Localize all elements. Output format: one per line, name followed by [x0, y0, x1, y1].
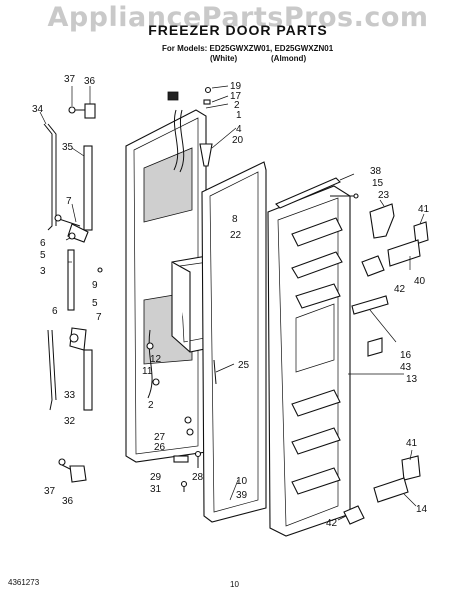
callout-3: 3 [40, 266, 46, 277]
callout-37b: 37 [44, 486, 56, 497]
callout-40: 40 [414, 276, 426, 287]
callout-2b: 2 [148, 400, 154, 411]
callout-25: 25 [238, 360, 250, 371]
callout-12: 12 [150, 354, 162, 365]
leader-lines [39, 85, 425, 521]
callout-27: 27 [154, 432, 166, 443]
callout-5: 5 [40, 250, 46, 261]
callout-35: 35 [62, 142, 74, 153]
models-line: For Models: ED25GWXZW01, ED25GWXZN01 [162, 44, 334, 53]
callout-13: 13 [406, 374, 418, 385]
callout-43: 43 [400, 362, 412, 373]
callout-6: 6 [40, 238, 46, 249]
callout-11: 11 [142, 366, 153, 377]
callout-17: 17 [230, 91, 242, 102]
right-side-parts [330, 193, 429, 525]
callout-32: 32 [64, 416, 76, 427]
callout-22: 22 [230, 230, 242, 241]
callout-36: 36 [84, 76, 96, 87]
callout-34: 34 [32, 104, 44, 115]
document-number: 4361273 [8, 578, 40, 587]
callout-31: 31 [150, 484, 162, 495]
callout-8: 8 [232, 214, 238, 225]
callout-15: 15 [372, 178, 384, 189]
page-title: FREEZER DOOR PARTS [148, 22, 328, 38]
callout-7b: 7 [96, 312, 102, 323]
callout-33: 33 [64, 390, 76, 401]
callout-2: 2 [234, 100, 240, 111]
inner-door-liner [267, 177, 351, 537]
page-number: 10 [230, 580, 239, 589]
callout-41b: 41 [406, 438, 418, 449]
callout-29: 29 [150, 472, 162, 483]
callout-42b: 42 [326, 518, 338, 529]
callout-19: 19 [230, 81, 242, 92]
callout-6b: 6 [52, 306, 58, 317]
callout-9: 9 [92, 280, 98, 291]
color-almond-label: (Almond) [271, 54, 307, 63]
callout-1: 1 [236, 110, 242, 121]
door-gasket [201, 161, 267, 523]
callout-39: 39 [236, 490, 248, 501]
callout-4: 4 [236, 124, 242, 135]
callout-41: 41 [418, 204, 430, 215]
callout-7: 7 [66, 196, 72, 207]
callout-23: 23 [378, 190, 390, 201]
color-white-label: (White) [210, 54, 238, 63]
left-hinge-parts [43, 103, 103, 483]
callout-36b: 36 [62, 496, 74, 507]
callout-labels: 37 36 34 35 7 6 5 3 9 5 6 7 33 32 37 36 … [32, 74, 430, 529]
callout-37: 37 [64, 74, 76, 85]
callout-42: 42 [394, 284, 406, 295]
callout-26: 26 [154, 442, 166, 453]
callout-20: 20 [232, 135, 244, 146]
watermark: AppliancePartsPros.com [47, 2, 429, 33]
callout-14: 14 [416, 504, 428, 515]
callout-16: 16 [400, 350, 412, 361]
callout-10: 10 [236, 476, 248, 487]
callout-38: 38 [370, 166, 382, 177]
outer-door-panel [125, 86, 249, 492]
callout-28: 28 [192, 472, 204, 483]
callout-5b: 5 [92, 298, 98, 309]
